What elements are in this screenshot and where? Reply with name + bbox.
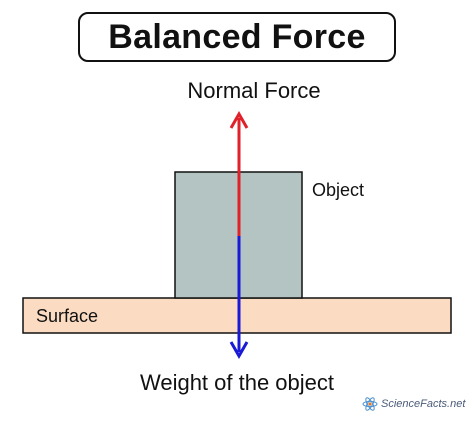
title-box: Balanced Force [78,12,396,62]
object-label: Object [312,180,365,200]
atom-icon [362,397,378,411]
diagram-title: Balanced Force [108,17,366,56]
weight-label: Weight of the object [139,370,335,395]
logo-text: ScienceFacts.net [381,398,466,410]
weight-arrow-head [229,341,249,360]
normal-force-arrow-head [229,110,249,129]
normal-force-label: Normal Force [187,78,321,103]
surface-label: Surface [36,306,99,326]
sciencefacts-logo: ScienceFacts.net [362,396,465,412]
